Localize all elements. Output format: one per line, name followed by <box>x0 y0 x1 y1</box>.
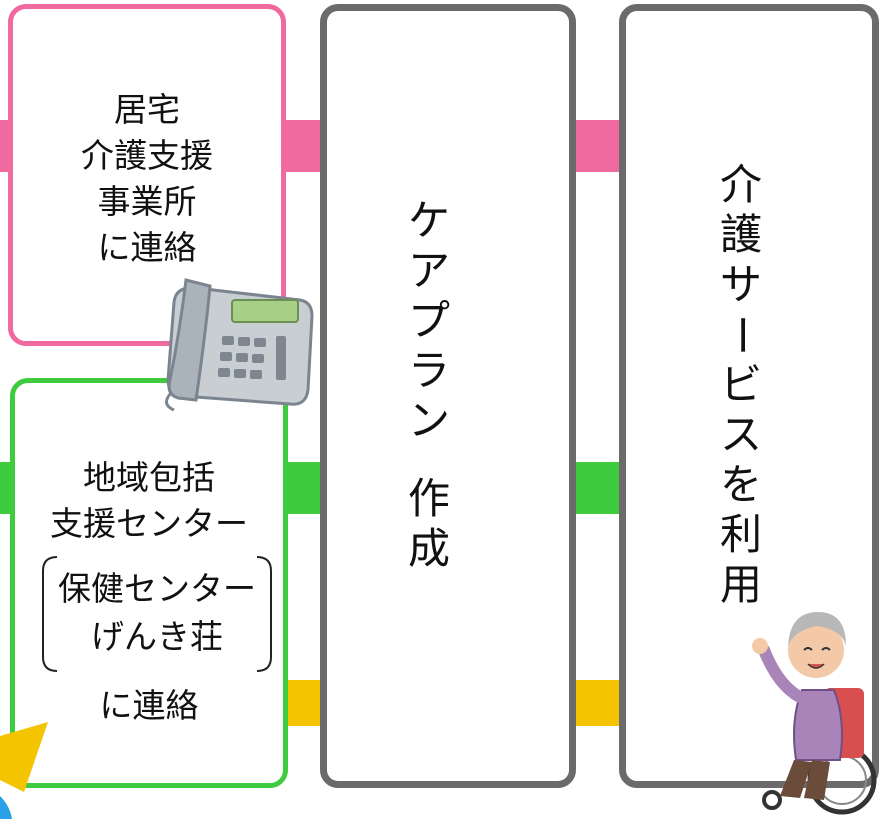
char: 護 <box>720 210 763 259</box>
community-support-center-text: 地域包括 支援センター <box>15 455 283 547</box>
char: 用 <box>720 560 763 609</box>
text-line: 居宅 <box>114 90 180 129</box>
care-plan-box <box>320 4 576 788</box>
care-support-office-text: 居宅 介護支援 事業所 に連絡 <box>13 87 281 271</box>
char: プ <box>408 296 451 345</box>
corner-arrow-icon <box>0 722 48 819</box>
text-line: 支援センター <box>50 504 248 543</box>
char: ラ <box>408 346 451 395</box>
char: サ <box>720 260 763 309</box>
text-line: 事業所 <box>97 182 197 221</box>
char: ビ <box>720 360 763 409</box>
community-support-center-box: 地域包括 支援センター 保健センター げんき荘 に連絡 <box>10 378 288 788</box>
char: 成 <box>408 524 451 573</box>
char: 利 <box>720 510 763 559</box>
telephone-icon <box>165 278 314 412</box>
char: 介 <box>720 160 763 209</box>
care-support-office-box: 居宅 介護支援 事業所 に連絡 <box>8 4 286 346</box>
use-care-service-text: 介 護 サ ー ビ ス を 利 用 <box>717 160 766 610</box>
bracket-lines <box>42 556 272 672</box>
contact-text: に連絡 <box>99 686 199 725</box>
alternate-contacts-text: 保健センター げんき荘 <box>39 565 275 661</box>
yellow-connector <box>286 680 324 726</box>
green-connector <box>286 462 324 514</box>
care-plan-text: ケ ア プ ラ ン 作 成 <box>408 196 450 574</box>
char: ス <box>720 410 763 459</box>
pink-connector <box>284 120 324 172</box>
text-line: に連絡 <box>97 228 197 267</box>
wheelchair-elderly-icon <box>752 612 877 815</box>
char: 作 <box>408 474 451 523</box>
alternate-contacts-bracket: 保健センター げんき荘 <box>39 555 275 673</box>
text-line: 地域包括 <box>83 458 215 497</box>
char: ア <box>408 246 451 295</box>
char: を <box>720 460 763 509</box>
char: ケ <box>408 196 451 245</box>
char: ン <box>408 396 451 445</box>
text-line: 介護支援 <box>81 136 213 175</box>
text-line: げんき荘 <box>91 617 223 656</box>
text-line: 保健センター <box>58 569 256 608</box>
